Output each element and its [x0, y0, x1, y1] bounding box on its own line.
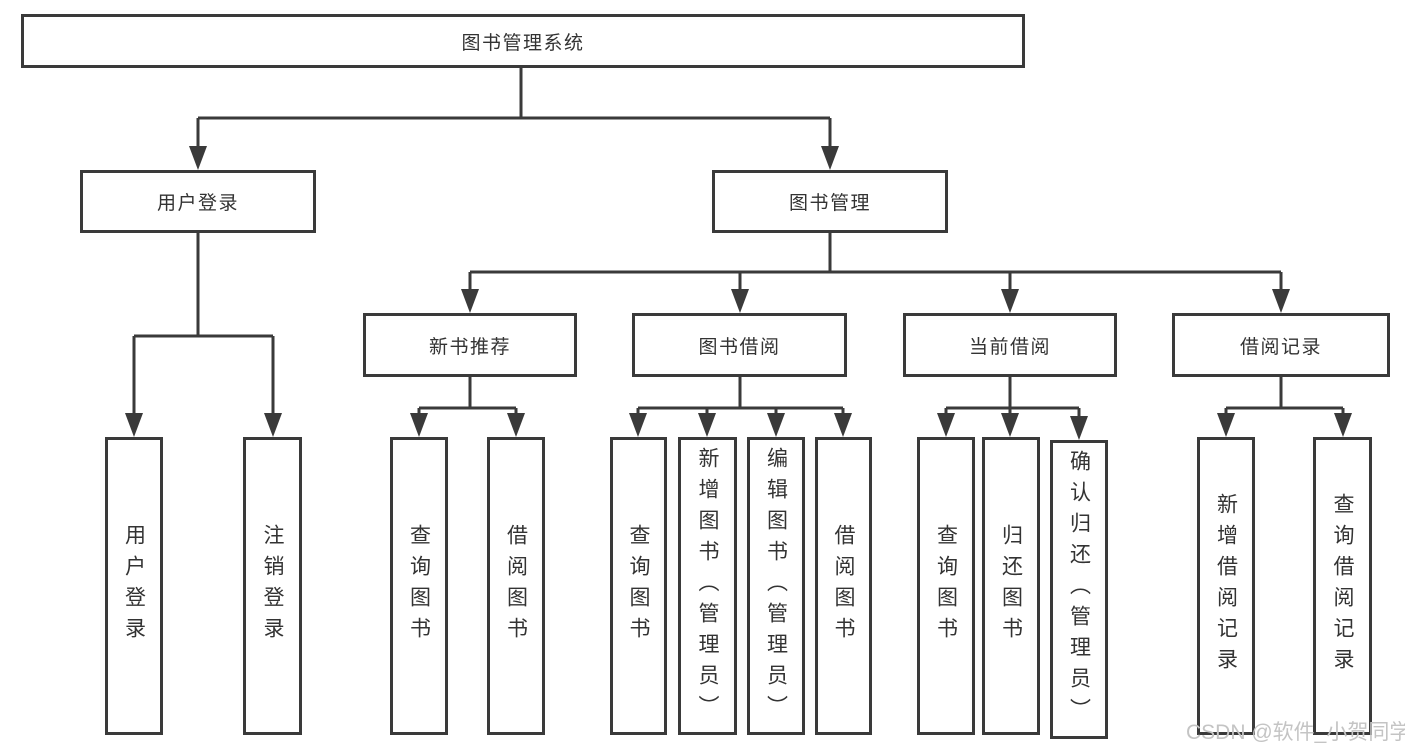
leaf-edit-books-admin: 编辑图书（管理员） [747, 437, 805, 735]
node-book-borrow: 图书借阅 [632, 313, 847, 377]
leaf-confirm-return-admin: 确认归还（管理员） [1050, 440, 1108, 739]
leaf-borrow-books: 借阅图书 [815, 437, 872, 735]
leaf-current-query-books: 查询图书 [917, 437, 975, 735]
leaf-recommend-query-books: 查询图书 [390, 437, 448, 735]
leaf-add-books-admin: 新增图书（管理员） [678, 437, 737, 735]
csdn-watermark: CSDN @软件_小贺同学 [1186, 721, 1405, 744]
node-book-management: 图书管理 [712, 170, 948, 233]
node-library-management-system: 图书管理系统 [21, 14, 1025, 68]
node-current-borrow: 当前借阅 [903, 313, 1117, 377]
leaf-borrow-query-books: 查询图书 [610, 437, 667, 735]
node-new-book-recommend: 新书推荐 [363, 313, 577, 377]
leaf-user-login: 用户登录 [105, 437, 163, 735]
leaf-logout: 注销登录 [243, 437, 302, 735]
leaf-return-books: 归还图书 [982, 437, 1040, 735]
node-borrow-records: 借阅记录 [1172, 313, 1390, 377]
node-user-login: 用户登录 [80, 170, 316, 233]
leaf-add-borrow-record: 新增借阅记录 [1197, 437, 1255, 735]
leaf-recommend-borrow-books: 借阅图书 [487, 437, 545, 735]
leaf-query-borrow-record: 查询借阅记录 [1313, 437, 1372, 735]
